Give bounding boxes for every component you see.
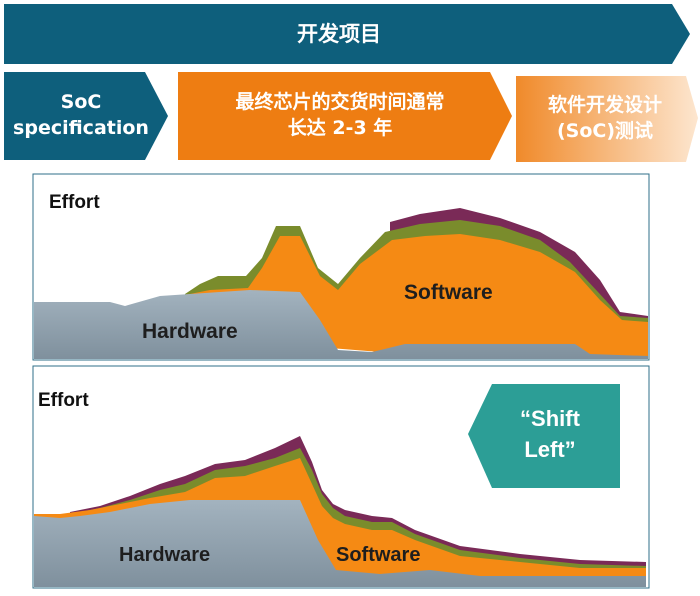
phase-delivery-line2: 长达 2-3 年 <box>287 117 393 139</box>
project-banner-title: 开发项目 <box>297 21 381 46</box>
phase-software-line2: (SoC)测试 <box>556 120 654 142</box>
phase-arrow-software <box>516 76 698 162</box>
panel-top-software-area <box>160 234 648 356</box>
phase-spec-label: SoC specification <box>6 72 156 160</box>
panel-top-software-label: Software <box>404 281 493 304</box>
phase-arrow-spec <box>4 72 168 160</box>
phase-delivery-label: 最终芯片的交货时间通常 长达 2-3 年 <box>180 72 500 160</box>
phase-software-line1: 软件开发设计 <box>547 94 662 117</box>
panel-bottom-hardware-label: Hardware <box>119 544 211 566</box>
shift-left-line2: Left” <box>524 436 576 462</box>
project-banner-arrow <box>4 4 690 64</box>
phase-arrow-delivery <box>178 72 512 160</box>
phase-spec-line2: specification <box>13 117 149 139</box>
panel-bottom-software-label: Software <box>336 544 421 566</box>
phase-spec-line1: SoC <box>60 91 102 114</box>
phase-software-label: 软件开发设计 (SoC)测试 <box>520 76 690 162</box>
shift-left-callout-arrow <box>468 384 620 488</box>
shift-left-callout-text: “Shift Left” <box>490 404 610 466</box>
phase-delivery-line1: 最终芯片的交货时间通常 <box>235 91 445 114</box>
panel-top-hardware-area <box>34 290 648 359</box>
panel-top-effort-label: Effort <box>49 192 100 213</box>
panel-bottom-hardware-area <box>34 500 646 587</box>
panel-top-hardware-label: Hardware <box>142 320 238 343</box>
shift-left-line1: “Shift <box>520 406 580 431</box>
panel-bottom-effort-label: Effort <box>38 390 89 411</box>
